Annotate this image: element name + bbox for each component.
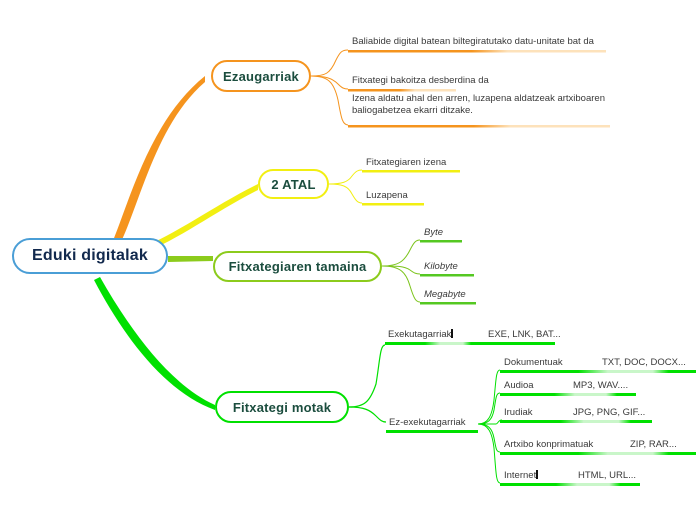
leaf-exekutagarriak-value[interactable]: EXE, LNK, BAT...: [488, 329, 561, 340]
underline-artxibo: [500, 452, 696, 455]
edge-ezexe-child-5: [477, 423, 501, 484]
underline-atal-2: [362, 203, 424, 206]
edge-ezaugarriak-child-2: [310, 75, 349, 90]
edge-atal-child-2: [328, 183, 363, 204]
text-cursor-icon-2: [536, 470, 539, 479]
underline-tamaina-2: [420, 274, 474, 277]
underline-ezexekutagarriak: [386, 430, 478, 433]
root-node[interactable]: Eduki digitalak: [12, 238, 168, 274]
underline-exekutagarriak: [385, 342, 485, 345]
leaf-internet[interactable]: Internet: [504, 470, 539, 482]
edge-motak-child-1: [348, 344, 386, 408]
leaf-dokumentuak[interactable]: Dokumentuak: [504, 357, 563, 368]
branch-node-atal[interactable]: 2 ATAL: [258, 169, 329, 199]
underline-ezaugarriak-3: [348, 125, 610, 128]
edge-root-ezaugarriak: [112, 76, 205, 248]
branch-node-tamaina[interactable]: Fitxategiaren tamaina: [213, 251, 382, 282]
edge-ezexe-child-1: [477, 369, 501, 425]
underline-irudiak: [500, 420, 652, 423]
edge-atal-child-1: [328, 169, 363, 185]
edge-tamaina-child-2: [381, 265, 421, 275]
leaf-internet-label: Internet: [504, 470, 537, 481]
leaf-ezaugarriak-2[interactable]: Fitxategi bakoitza desberdina da: [352, 75, 489, 86]
underline-internet: [500, 483, 640, 486]
text-cursor-icon: [451, 329, 454, 338]
underline-exekutagarriak-value: [485, 342, 555, 345]
leaf-atal-2[interactable]: Luzapena: [366, 190, 408, 201]
leaf-tamaina-2[interactable]: Kilobyte: [424, 261, 458, 272]
leaf-audioa[interactable]: Audioa: [504, 380, 534, 391]
edge-ezexe-child-4: [477, 423, 501, 453]
leaf-tamaina-1[interactable]: Byte: [424, 227, 444, 238]
root-node-label: Eduki digitalak: [32, 247, 148, 264]
underline-tamaina-1: [420, 240, 462, 243]
branch-label-tamaina: Fitxategiaren tamaina: [228, 259, 367, 274]
leaf-irudiak[interactable]: Irudiak: [504, 407, 533, 418]
leaf-dokumentuak-value[interactable]: TXT, DOC, DOCX...: [602, 357, 686, 368]
leaf-irudiak-value[interactable]: JPG, PNG, GIF...: [573, 407, 646, 418]
branch-node-motak[interactable]: Fitxategi motak: [215, 391, 349, 423]
underline-atal-1: [362, 170, 460, 173]
edge-ezexe-child-2: [477, 392, 501, 425]
leaf-exekutagarriak-label: Exekutagarriak: [388, 329, 452, 340]
underline-audioa: [500, 393, 636, 396]
edge-ezaugarriak-child-1: [310, 49, 349, 77]
leaf-artxibo-konprimatuak-value[interactable]: ZIP, RAR...: [630, 439, 677, 450]
edge-root-tamaina: [168, 256, 213, 262]
branch-label-atal: 2 ATAL: [271, 176, 316, 192]
leaf-exekutagarriak[interactable]: Exekutagarriak: [388, 329, 454, 341]
branch-label-motak: Fitxategi motak: [232, 399, 332, 415]
edge-root-motak: [94, 277, 215, 410]
edge-tamaina-child-3: [381, 265, 421, 303]
edge-ezaugarriak-child-3: [310, 75, 349, 126]
edge-ezexe-child-3: [478, 419, 503, 425]
branch-node-ezaugarriak[interactable]: Ezaugarriak: [211, 60, 311, 92]
leaf-ez-exekutagarriak[interactable]: Ez-exekutagarriak: [389, 417, 466, 428]
leaf-tamaina-3[interactable]: Megabyte: [424, 289, 466, 300]
branch-label-ezaugarriak: Ezaugarriak: [223, 68, 299, 84]
leaf-ezaugarriak-3[interactable]: Izena aldatu ahal den arren, luzapena al…: [352, 93, 605, 116]
leaf-ezaugarriak-1[interactable]: Baliabide digital batean biltegiratutako…: [352, 36, 594, 47]
underline-tamaina-3: [420, 302, 476, 305]
leaf-audioa-value[interactable]: MP3, WAV....: [573, 380, 629, 391]
leaf-artxibo-konprimatuak[interactable]: Artxibo konprimatuak: [504, 439, 594, 450]
underline-ezaugarriak-2: [348, 89, 456, 92]
edge-root-atal: [140, 184, 258, 253]
edge-motak-child-2: [348, 406, 387, 423]
underline-dokumentuak: [500, 370, 696, 373]
leaf-atal-1[interactable]: Fitxategiaren izena: [366, 157, 447, 168]
leaf-internet-value[interactable]: HTML, URL...: [578, 470, 637, 481]
edge-tamaina-child-1: [381, 239, 421, 267]
underline-ezaugarriak-1: [348, 50, 606, 53]
